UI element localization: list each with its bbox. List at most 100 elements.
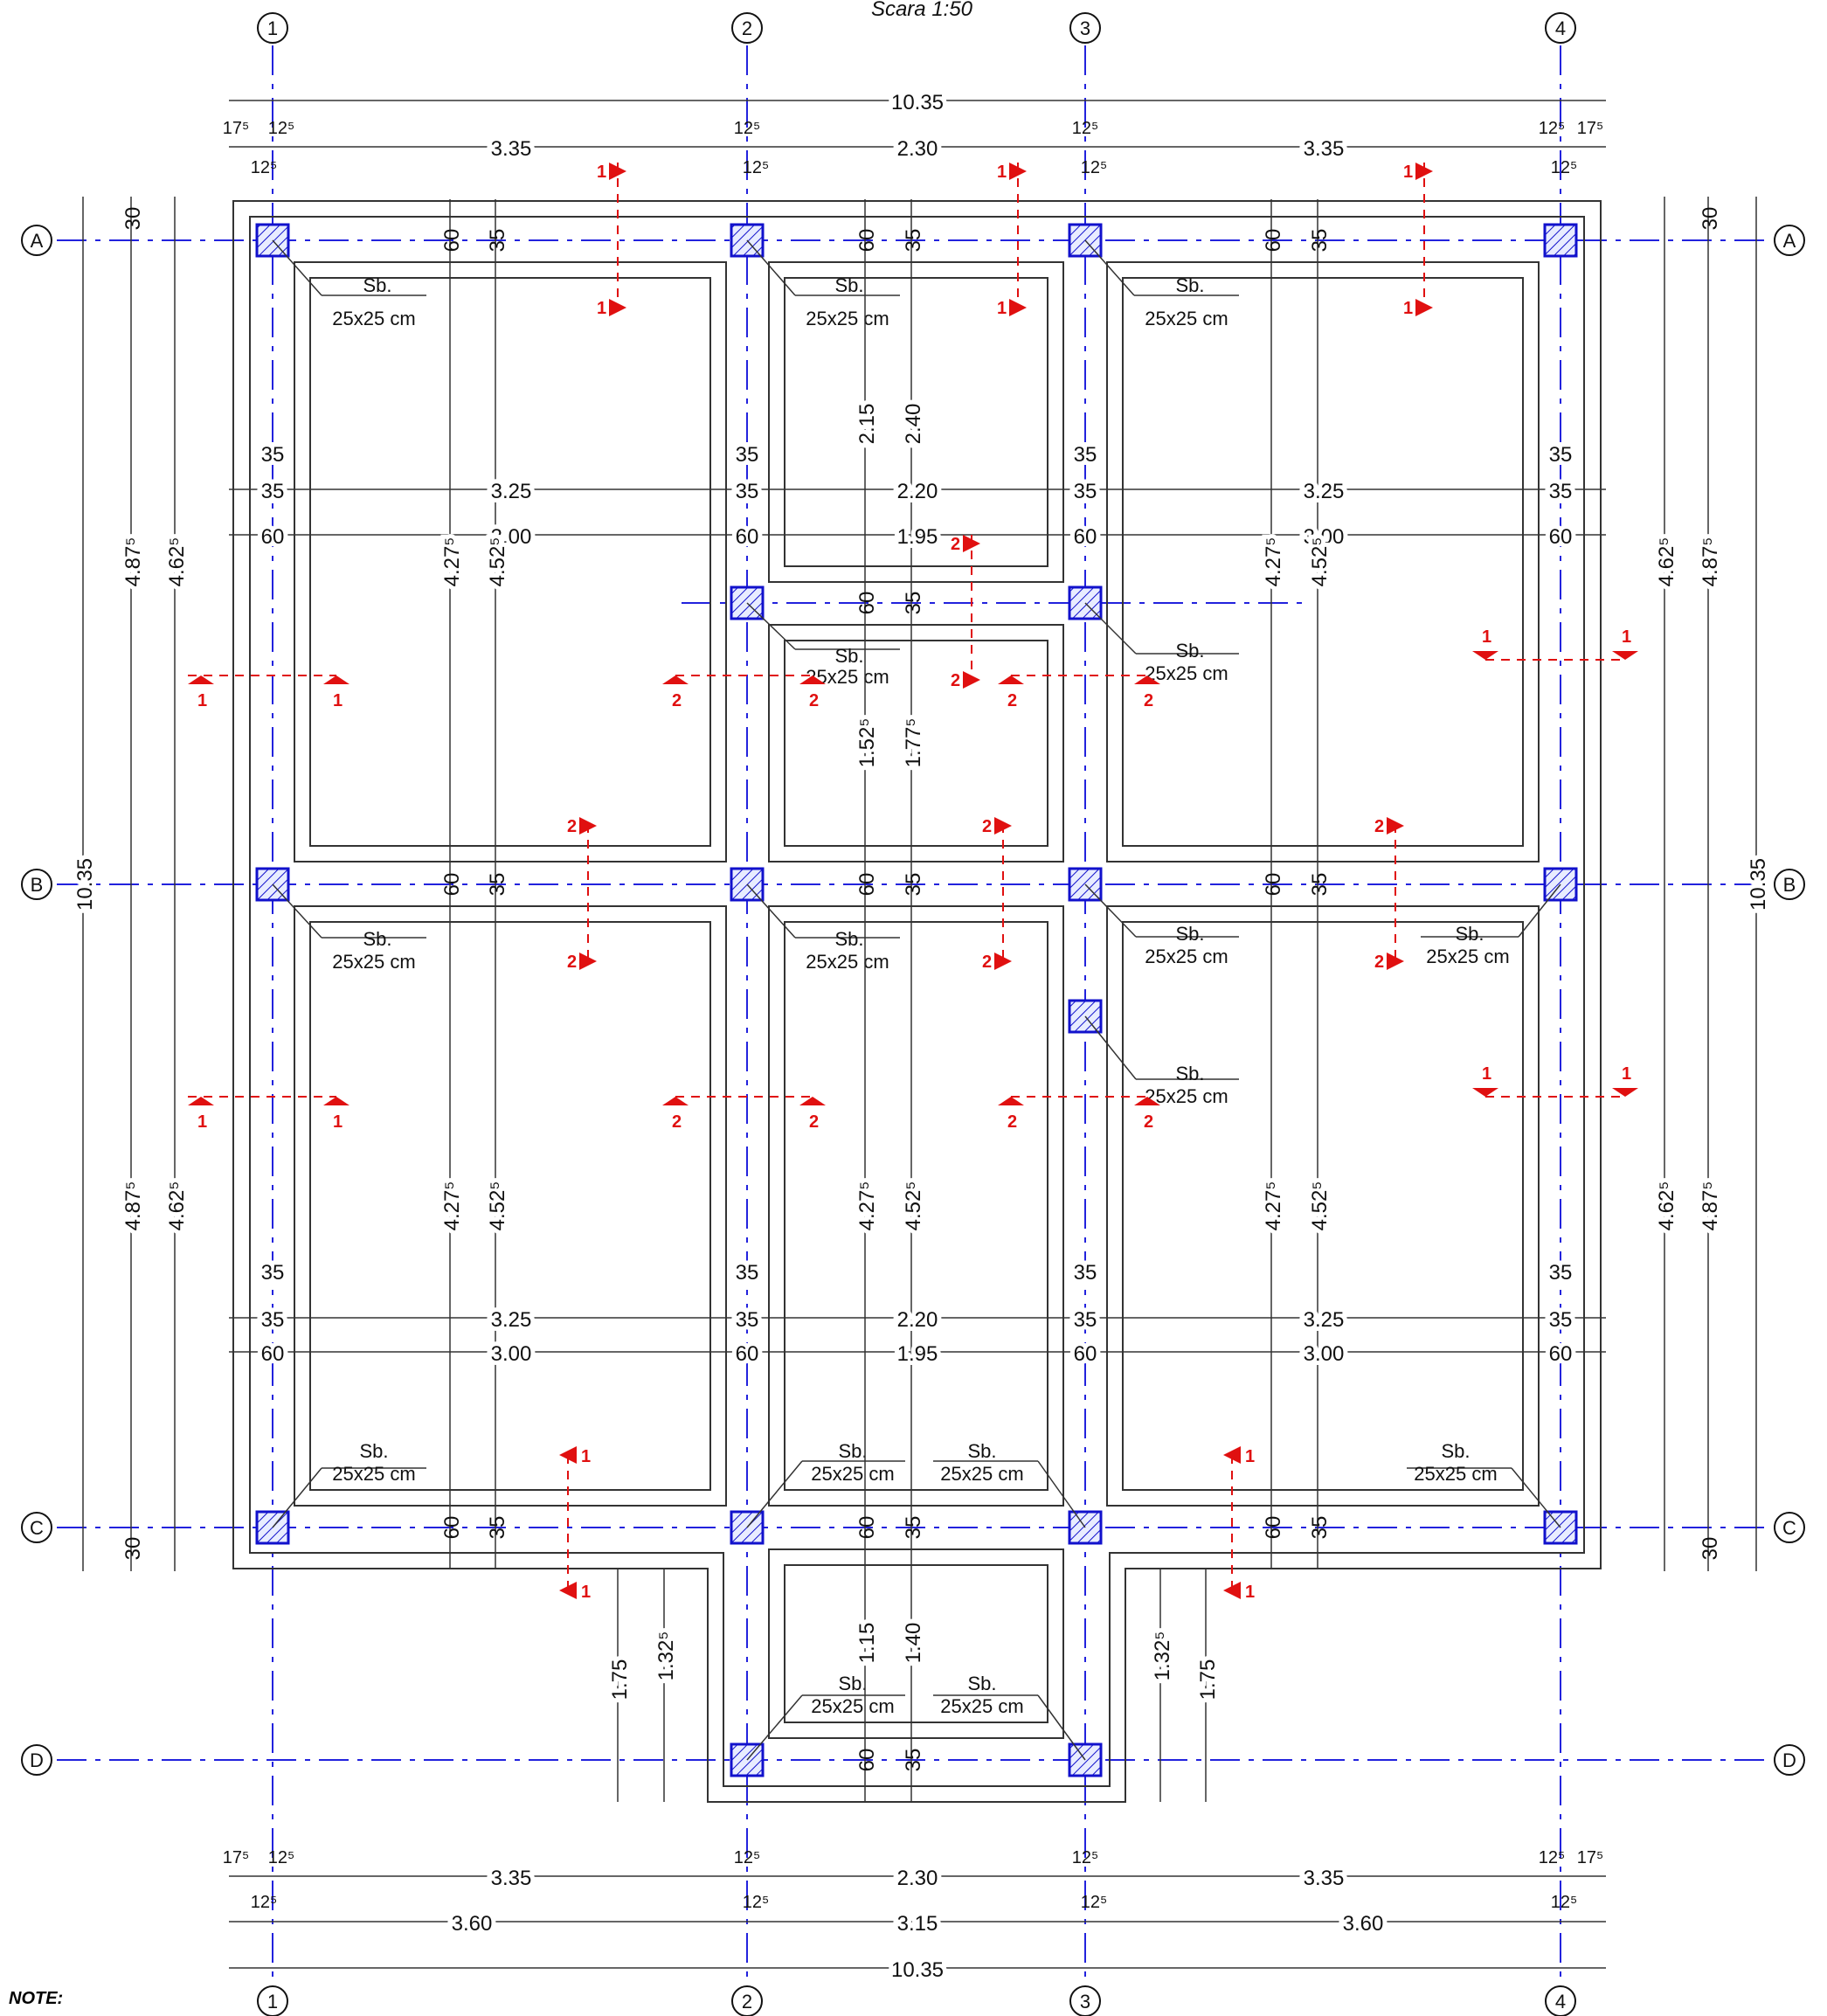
section-2-marker: 2 xyxy=(567,817,597,836)
svg-text:Sb.: Sb. xyxy=(834,928,863,950)
dimension-lines xyxy=(82,100,1757,1969)
svg-text:Sb.: Sb. xyxy=(1175,640,1204,662)
svg-text:Sb.: Sb. xyxy=(967,1440,996,1462)
svg-text:12⁵: 12⁵ xyxy=(1072,1848,1099,1867)
svg-text:25x25 cm: 25x25 cm xyxy=(332,1463,415,1485)
svg-text:4.87⁵: 4.87⁵ xyxy=(1699,537,1722,587)
svg-text:1.95: 1.95 xyxy=(897,1342,938,1366)
svg-text:2: 2 xyxy=(951,671,960,690)
section-1-marker: 1 xyxy=(997,163,1027,182)
dim-overall-right: 10.35 xyxy=(1747,858,1770,911)
svg-text:1: 1 xyxy=(333,691,343,710)
footing-outline xyxy=(232,200,1602,1803)
section-1-marker: 1 xyxy=(1403,299,1433,318)
column-label: Sb. 25x25 cm xyxy=(1407,1440,1561,1528)
svg-text:3.00: 3.00 xyxy=(1304,525,1345,549)
svg-text:2: 2 xyxy=(567,817,577,836)
svg-text:1.77⁵: 1.77⁵ xyxy=(902,718,925,768)
svg-text:3.60: 3.60 xyxy=(452,1912,493,1936)
svg-text:60: 60 xyxy=(855,873,879,897)
column-label: Sb. 25x25 cm xyxy=(1084,602,1239,684)
svg-text:Sb.: Sb. xyxy=(1175,274,1204,296)
svg-text:25x25 cm: 25x25 cm xyxy=(811,1695,894,1717)
svg-text:60: 60 xyxy=(261,1342,285,1366)
svg-text:1: 1 xyxy=(1622,627,1631,647)
svg-text:35: 35 xyxy=(736,1261,759,1285)
svg-text:60: 60 xyxy=(1074,525,1097,549)
svg-text:2: 2 xyxy=(672,691,682,710)
svg-text:35: 35 xyxy=(486,873,509,897)
svg-text:35: 35 xyxy=(1074,480,1097,503)
section-1-marker: 1 xyxy=(188,1097,214,1132)
svg-text:2: 2 xyxy=(1374,817,1384,836)
svg-text:3.25: 3.25 xyxy=(1304,480,1345,503)
section-1-marker: 1 xyxy=(597,163,626,182)
svg-text:30: 30 xyxy=(121,1537,145,1561)
svg-text:25x25 cm: 25x25 cm xyxy=(1145,946,1228,967)
svg-text:Sb.: Sb. xyxy=(1441,1440,1470,1462)
section-1-marker: 1 xyxy=(1472,1064,1498,1097)
svg-text:30: 30 xyxy=(1699,207,1722,231)
svg-text:4.62⁵: 4.62⁵ xyxy=(165,537,189,587)
svg-text:25x25 cm: 25x25 cm xyxy=(332,308,415,329)
svg-text:35: 35 xyxy=(902,1749,925,1772)
axis-bubble-A-right: A xyxy=(1774,225,1805,256)
svg-text:4.52⁵: 4.52⁵ xyxy=(1308,537,1332,587)
svg-text:35: 35 xyxy=(1549,443,1573,467)
svg-text:60: 60 xyxy=(261,525,285,549)
svg-text:60: 60 xyxy=(855,229,879,253)
section-2-marker: 2 xyxy=(567,953,597,972)
svg-text:12⁵: 12⁵ xyxy=(1551,158,1578,177)
axis-bubble-4-bottom: 4 xyxy=(1545,1985,1576,2016)
svg-text:4.27⁵: 4.27⁵ xyxy=(855,1181,879,1231)
section-2-marker: 2 xyxy=(998,675,1024,710)
svg-text:3: 3 xyxy=(1080,1991,1090,2013)
section-2-marker: 2 xyxy=(1134,1097,1160,1132)
svg-text:3: 3 xyxy=(1080,17,1090,39)
svg-text:4.62⁵: 4.62⁵ xyxy=(1655,537,1678,587)
svg-text:D: D xyxy=(30,1749,44,1771)
svg-text:60: 60 xyxy=(1262,1516,1285,1540)
svg-text:3.35: 3.35 xyxy=(1304,1867,1345,1890)
footing-cells xyxy=(294,261,1540,1739)
svg-text:1.75: 1.75 xyxy=(608,1659,632,1701)
svg-text:2.40: 2.40 xyxy=(902,404,925,445)
axis-bubble-3-bottom: 3 xyxy=(1069,1985,1101,2016)
svg-text:1: 1 xyxy=(1482,1064,1491,1084)
dim-overall-left: 10.35 xyxy=(73,858,97,911)
column-B3 xyxy=(1068,867,1103,902)
columns xyxy=(255,223,1578,1777)
section-1-marker: 1 xyxy=(323,675,349,710)
svg-text:1: 1 xyxy=(997,299,1007,318)
svg-text:4.27⁵: 4.27⁵ xyxy=(440,537,464,587)
dim-overall-bottom: 10.35 xyxy=(891,1958,944,1982)
svg-text:2.15: 2.15 xyxy=(855,404,879,445)
axis-bubble-1-bottom: 1 xyxy=(257,1985,288,2016)
axis-bubble-C-right: C xyxy=(1774,1512,1805,1543)
svg-text:4.87⁵: 4.87⁵ xyxy=(1699,1181,1722,1231)
svg-text:C: C xyxy=(1782,1517,1796,1539)
section-1-marker: 1 xyxy=(188,675,214,710)
axis-bubble-3-top: 3 xyxy=(1069,12,1101,44)
svg-text:12⁵: 12⁵ xyxy=(1081,158,1108,177)
svg-text:12⁵: 12⁵ xyxy=(251,1893,278,1912)
axis-bubble-B-left: B xyxy=(21,869,52,900)
svg-text:2: 2 xyxy=(1144,1112,1153,1132)
svg-text:35: 35 xyxy=(486,229,509,253)
section-markers: 1 1 1 1 1 1 1 1 2 2 2 2 1 1 2 2 2 2 2 2 … xyxy=(188,163,1638,1602)
svg-text:60: 60 xyxy=(1262,229,1285,253)
svg-text:12⁵: 12⁵ xyxy=(1072,119,1099,138)
svg-text:35: 35 xyxy=(261,480,285,503)
section-2-marker: 2 xyxy=(662,1097,689,1132)
column-C4 xyxy=(1543,1510,1578,1545)
svg-text:1: 1 xyxy=(1403,299,1413,318)
svg-text:1: 1 xyxy=(1622,1064,1631,1084)
svg-text:3.00: 3.00 xyxy=(491,1342,532,1366)
svg-text:2: 2 xyxy=(1374,953,1384,972)
section-1-marker: 1 xyxy=(1612,627,1638,660)
svg-text:3.25: 3.25 xyxy=(491,480,532,503)
svg-text:30: 30 xyxy=(1699,1537,1722,1561)
svg-text:Sb.: Sb. xyxy=(967,1673,996,1694)
svg-text:4.27⁵: 4.27⁵ xyxy=(1262,1181,1285,1231)
svg-text:12⁵: 12⁵ xyxy=(1539,119,1566,138)
